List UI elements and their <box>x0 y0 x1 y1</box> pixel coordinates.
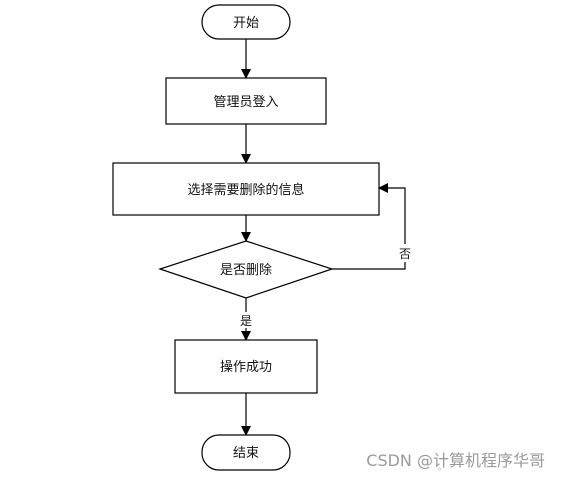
yes-label-bg <box>237 312 255 328</box>
yes-edge-label: 是 <box>240 314 252 328</box>
end-terminator <box>201 434 291 471</box>
decision-label: 是否删除 <box>220 263 272 278</box>
start-label: 开始 <box>233 16 259 31</box>
watermark-text: CSDN @计算机程序华哥 <box>366 451 545 470</box>
login-process-box <box>165 77 327 125</box>
no-label-bg <box>397 244 413 262</box>
no-edge-label: 否 <box>399 247 411 261</box>
success-label: 操作成功 <box>220 359 272 375</box>
stray-mark: ◦ <box>437 465 442 474</box>
arrow-decision-no-loop <box>332 183 406 270</box>
end-label: 结束 <box>233 446 259 461</box>
select-label: 选择需要删除的信息 <box>187 182 304 198</box>
login-label: 管理员登入 <box>213 95 278 110</box>
